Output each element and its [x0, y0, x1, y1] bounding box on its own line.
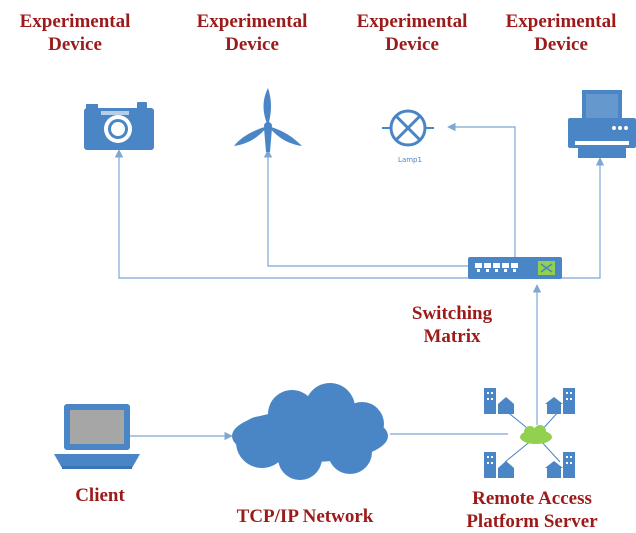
device-title-line2: Device [385, 34, 439, 55]
server-label: Remote Access Platform Server [432, 487, 632, 533]
connector-switch-to-camera [114, 149, 470, 279]
device-label-lamp: Experimental Device [337, 10, 487, 56]
device-title-line2: Device [225, 34, 279, 55]
switching-matrix-line2: Matrix [423, 326, 481, 347]
device-title-line1: Experimental [196, 11, 308, 32]
camera-icon [84, 102, 154, 150]
server-cluster-icon [484, 388, 575, 478]
connector-switch-to-turbine [263, 149, 511, 267]
network-switch-icon [468, 257, 562, 279]
switching-matrix-label: Switching Matrix [372, 302, 532, 348]
switching-matrix-line1: Switching [411, 303, 493, 324]
device-label-turbine: Experimental Device [177, 10, 327, 56]
device-label-camera: Experimental Device [0, 10, 150, 56]
network-label: TCP/IP Network [236, 506, 374, 527]
connector-switch-to-lamp [447, 122, 516, 258]
server-label-line2: Platform Server [466, 511, 598, 532]
printer-icon [568, 90, 636, 158]
server-label-line1: Remote Access [472, 488, 592, 509]
hub-cloud-icon [520, 425, 552, 444]
client-label: Client [75, 485, 125, 506]
cloud-icon [232, 383, 388, 480]
connector-lines [114, 122, 605, 441]
device-title-line1: Experimental [19, 11, 131, 32]
laptop-icon [54, 404, 140, 469]
device-title-line2: Device [48, 34, 102, 55]
device-label-printer: Experimental Device [486, 10, 636, 56]
wind-turbine-icon [234, 88, 302, 152]
device-title-line1: Experimental [356, 11, 468, 32]
connector-switch-to-printer [560, 157, 605, 279]
lamp-icon [382, 109, 434, 147]
device-title-line1: Experimental [505, 11, 617, 32]
device-title-line2: Device [534, 34, 588, 55]
lamp-caption: Lamp1 [398, 156, 422, 164]
